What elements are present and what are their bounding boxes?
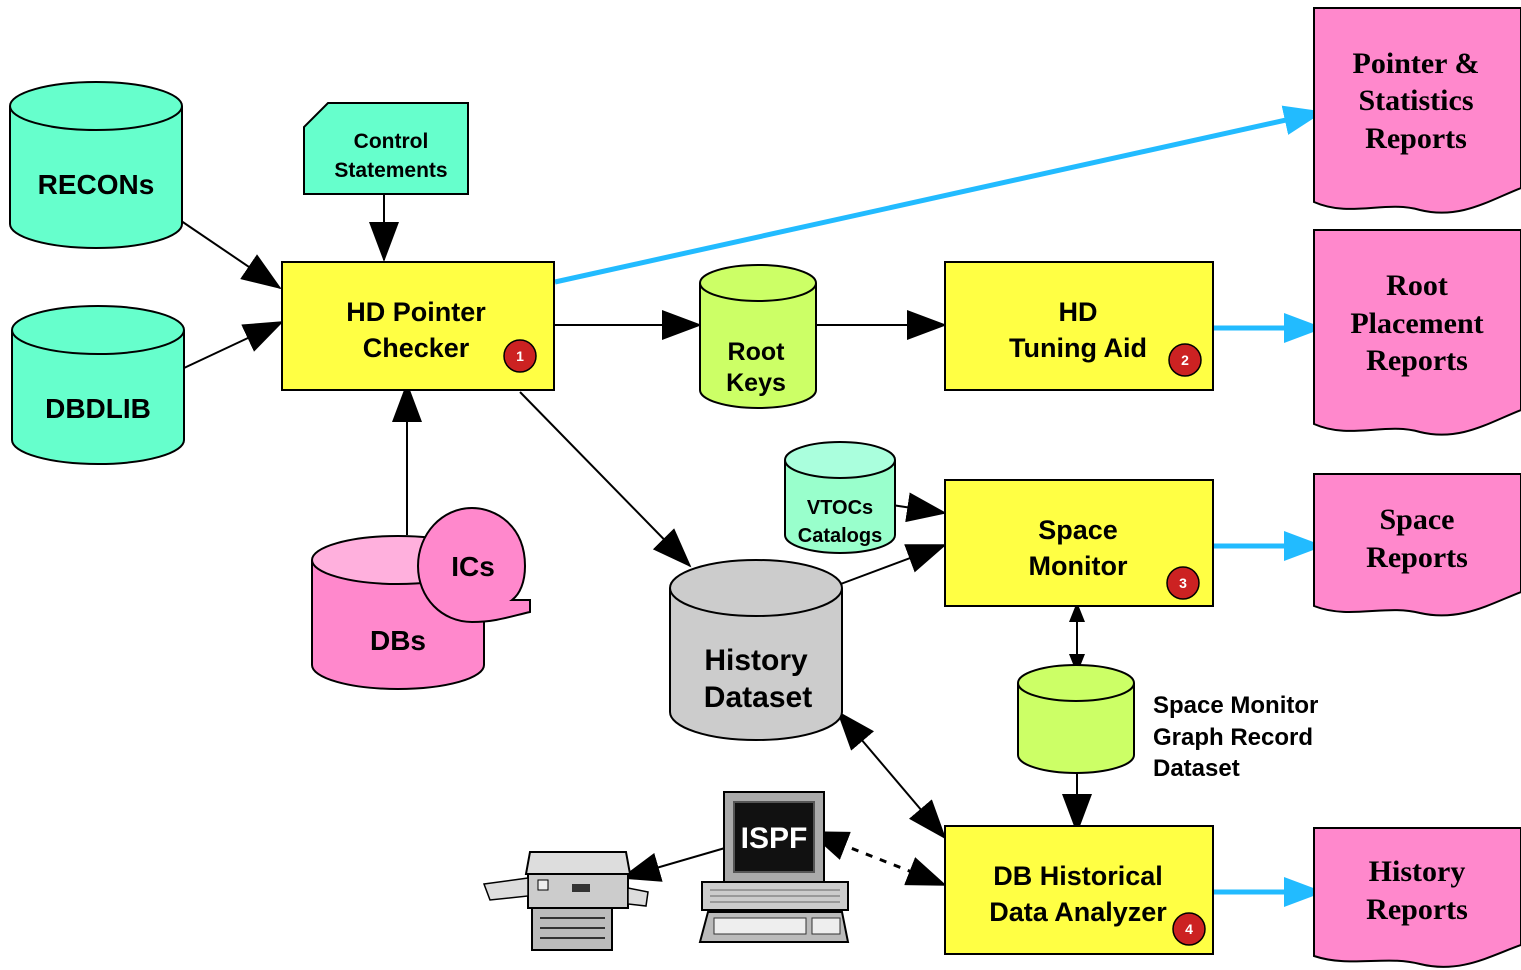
hd-pointer-checker-box: HD Pointer Checker 1 [281,261,555,391]
ispf-terminal-icon: ISPF [698,791,850,943]
root-placement-reports-doc: Root Placement Reports [1313,229,1521,436]
control-label-line2: Statements [334,159,447,182]
graph-record-line2: Graph Record [1153,724,1313,751]
space-report-line1: Space [1380,503,1455,536]
history-dataset-cylinder: History Dataset [669,559,843,741]
control-statements-card: Control Statements [303,102,469,195]
dbs-label: DBs [370,625,426,656]
checker-to-pointer-reports-arrow [554,105,1324,285]
history-report-line2: Reports [1366,893,1468,926]
root-report-line1: Root [1386,269,1448,302]
pointer-checker-line1: HD Pointer [346,297,486,327]
vtocs-line1: VTOCs [807,497,873,519]
terminal-analyzer-dotted-arrow [808,830,947,887]
root-keys-line2: Keys [726,369,786,397]
connectors [167,105,1324,907]
pointer-report-line2: Statistics [1359,84,1474,117]
recons-cylinder: RECONs [9,81,183,249]
graph-record-cylinder [1017,664,1135,774]
dbdlib-cylinder: DBDLIB [11,305,185,465]
history-report-line1: History [1369,855,1466,888]
history-reports-doc: History Reports [1313,827,1521,968]
printer-icon [482,851,649,951]
history-dataset-line1: History [704,644,808,677]
terminal-to-printer-arrow [620,847,726,882]
vtocs-to-space-arrow [891,492,947,523]
step-badge-1 [503,339,537,373]
checker-to-history-arrow [519,391,692,568]
space-monitor-line1: Space [1038,515,1118,545]
recons-label: RECONs [38,169,155,200]
space-reports-doc: Space Reports [1313,473,1521,617]
step-badge-4-text: 4 [1185,921,1193,937]
space-monitor-line2: Monitor [1029,551,1128,581]
graph-record-label: Space Monitor Graph Record Dataset [1153,692,1318,782]
history-to-space-arrow [837,544,947,586]
vtocs-cylinder: VTOCs Catalogs [784,441,896,554]
graph-record-line1: Space Monitor [1153,692,1318,719]
ispf-label: ISPF [741,822,808,855]
graph-record-line3: Dataset [1153,755,1240,782]
dbdlib-label: DBDLIB [45,393,151,424]
tuning-aid-line2: Tuning Aid [1009,333,1147,363]
pointer-checker-line2: Checker [363,333,470,363]
step-badge-1-text: 1 [516,348,524,364]
space-report-line2: Reports [1366,541,1468,574]
step-badge-2 [1168,343,1202,377]
dbdlib-to-checker-arrow [183,321,284,369]
pointer-report-line1: Pointer & [1353,47,1480,80]
pointer-report-line3: Reports [1365,122,1467,155]
db-historical-analyzer-box: DB Historical Data Analyzer 4 [944,825,1214,955]
history-dataset-line2: Dataset [704,681,812,714]
ics-label: ICs [451,551,495,582]
hd-tuning-aid-box: HD Tuning Aid 2 [944,261,1214,391]
pointer-statistics-reports-doc: Pointer & Statistics Reports [1313,7,1521,214]
analyzer-line1: DB Historical [993,861,1163,891]
space-monitor-box: Space Monitor 3 [944,479,1214,607]
root-report-line2: Placement [1350,307,1483,340]
root-keys-cylinder: Root Keys [699,264,817,409]
vtocs-line2: Catalogs [798,525,882,547]
step-badge-3-text: 3 [1179,575,1187,591]
tuning-aid-line1: HD [1059,297,1098,327]
step-badge-4 [1172,912,1206,946]
control-label-line1: Control [354,130,429,153]
root-report-line3: Reports [1366,344,1468,377]
root-keys-line1: Root [728,338,786,366]
analyzer-line2: Data Analyzer [989,897,1167,927]
step-badge-3 [1166,566,1200,600]
step-badge-2-text: 2 [1181,352,1189,368]
history-analyzer-double-arrow [836,710,947,840]
ics-bubble: ICs [416,506,531,624]
recons-to-checker-arrow [167,211,282,290]
